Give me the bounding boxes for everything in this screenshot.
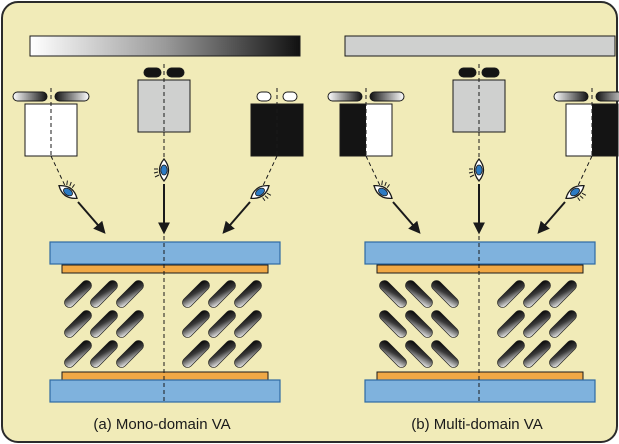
eyelash — [66, 180, 75, 188]
molecule-end-icon — [166, 67, 185, 78]
eye-iris — [475, 164, 483, 176]
view-square-left — [453, 80, 479, 132]
view-square-left — [566, 104, 592, 156]
lc-molecule — [431, 310, 459, 338]
view-arrow — [537, 201, 566, 234]
molecule-end-icon — [256, 91, 272, 102]
eyelash — [381, 180, 390, 188]
molecule-side-icon — [54, 91, 90, 102]
bottom-electrode — [376, 371, 584, 381]
eye-icon — [250, 185, 272, 202]
lc-molecule — [523, 340, 551, 368]
lc-molecule — [208, 310, 236, 338]
lc-molecule — [379, 280, 407, 308]
lc-molecule — [523, 310, 551, 338]
lc-molecule — [182, 340, 210, 368]
lc-molecule — [549, 280, 577, 308]
top-glass-substrate — [49, 241, 281, 265]
panel-mono — [12, 35, 304, 404]
top-electrode — [376, 264, 584, 274]
lc-molecule — [405, 340, 433, 368]
lc-molecule — [90, 310, 118, 338]
molecule-side-icon — [12, 91, 48, 102]
eyelash — [153, 168, 160, 178]
lc-molecule — [116, 340, 144, 368]
view-square-right — [366, 104, 392, 156]
molecule-side-icon — [369, 91, 405, 102]
lc-molecule — [182, 280, 210, 308]
molecule-end-icon — [481, 67, 500, 78]
lc-molecule — [405, 310, 433, 338]
lc-molecule — [116, 280, 144, 308]
eye-icon — [565, 185, 587, 202]
view-square-right — [164, 80, 190, 132]
view-square-right — [479, 80, 505, 132]
top-electrode — [61, 264, 269, 274]
lc-molecule — [549, 310, 577, 338]
lc-molecule — [379, 340, 407, 368]
view-arrow — [392, 201, 421, 234]
bottom-glass-substrate — [364, 379, 596, 403]
view-square-left — [251, 104, 277, 156]
eye-iris — [255, 187, 265, 197]
lc-molecule — [431, 340, 459, 368]
view-square-right — [277, 104, 303, 156]
eye-icon — [373, 180, 393, 199]
view-square-right — [592, 104, 618, 156]
brightness-bar — [29, 35, 301, 57]
view-square-left — [340, 104, 366, 156]
eye-iris — [160, 164, 168, 176]
lc-molecule — [90, 340, 118, 368]
lc-molecule — [497, 310, 525, 338]
eye-iris — [63, 187, 73, 197]
panel-multi — [327, 35, 619, 404]
eyelash — [577, 192, 587, 202]
eyelash — [468, 168, 475, 178]
lc-molecule — [405, 280, 433, 308]
lc-molecule — [208, 280, 236, 308]
eye-icon — [153, 157, 170, 183]
view-arrow — [222, 201, 251, 234]
eye-iris — [378, 187, 388, 197]
molecule-end-icon — [458, 67, 477, 78]
top-glass-substrate — [364, 241, 596, 265]
view-square-right — [51, 104, 77, 156]
lc-molecule — [549, 340, 577, 368]
molecule-end-icon — [282, 91, 298, 102]
lc-molecule — [64, 280, 92, 308]
lc-molecule — [523, 280, 551, 308]
molecule-side-icon — [327, 91, 363, 102]
lc-molecule — [116, 310, 144, 338]
bottom-electrode — [61, 371, 269, 381]
lc-molecule — [497, 340, 525, 368]
lc-molecule — [64, 340, 92, 368]
lc-molecule — [182, 310, 210, 338]
molecule-side-icon — [553, 91, 589, 102]
molecule-side-icon — [595, 91, 619, 102]
bottom-glass-substrate — [49, 379, 281, 403]
eye-icon — [468, 157, 485, 183]
lc-molecule — [379, 310, 407, 338]
eyelash — [262, 192, 272, 202]
lc-molecule — [234, 310, 262, 338]
view-square-left — [25, 104, 51, 156]
view-square-left — [138, 80, 164, 132]
lc-molecule — [234, 340, 262, 368]
caption-multi-domain: (b) Multi-domain VA — [411, 416, 543, 433]
eye-iris — [570, 187, 580, 197]
eye-icon — [58, 180, 78, 199]
brightness-bar — [344, 35, 616, 57]
molecule-end-icon — [143, 67, 162, 78]
view-arrow — [77, 201, 106, 234]
lc-molecule — [431, 280, 459, 308]
caption-mono-domain: (a) Mono-domain VA — [93, 416, 231, 433]
lc-molecule — [64, 310, 92, 338]
lc-molecule — [497, 280, 525, 308]
lc-molecule — [90, 280, 118, 308]
lc-molecule — [234, 280, 262, 308]
lc-molecule — [208, 340, 236, 368]
